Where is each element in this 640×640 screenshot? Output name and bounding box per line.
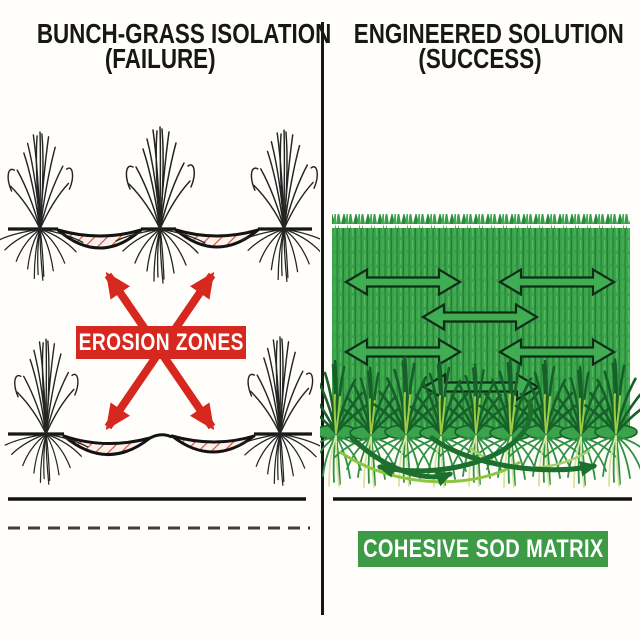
left-panel: BUNCH-GRASS ISOLATION (FAILURE) — [0, 18, 332, 74]
grass-clump-icon — [0, 132, 83, 280]
erosion-bowl-icon — [62, 434, 256, 456]
bunch-grass-illustration — [0, 110, 320, 530]
erosion-bowl-icon — [56, 228, 260, 250]
left-title-block: BUNCH-GRASS ISOLATION (FAILURE) — [0, 18, 332, 74]
erosion-zones-label-text: EROSION ZONES — [78, 328, 244, 356]
right-panel: ENGINEERED SOLUTION (SUCCESS) — [320, 0, 640, 640]
grass-clump-icon — [241, 130, 320, 281]
erosion-zones-label: EROSION ZONES — [76, 326, 246, 359]
grass-clump-icon — [5, 339, 88, 484]
erosion-rim-wave — [149, 433, 173, 440]
rhizome-arrows — [349, 399, 598, 487]
grass-clump-icon — [116, 127, 205, 283]
sod-matrix-illustration — [320, 214, 640, 501]
cohesive-sod-matrix-label: COHESIVE SOD MATRIX — [358, 531, 608, 567]
right-title-block: ENGINEERED SOLUTION (SUCCESS) — [320, 18, 640, 74]
rhizome-arrow-icon — [429, 435, 598, 477]
left-subtitle: (FAILURE) — [104, 43, 216, 74]
grass-clump-icon — [238, 337, 320, 485]
cohesive-sod-matrix-label-text: COHESIVE SOD MATRIX — [362, 534, 604, 563]
right-title: ENGINEERED SOLUTION — [353, 18, 624, 49]
panel-divider-line — [321, 22, 324, 615]
left-title: BUNCH-GRASS ISOLATION — [36, 18, 332, 49]
right-subtitle: (SUCCESS) — [418, 43, 542, 74]
